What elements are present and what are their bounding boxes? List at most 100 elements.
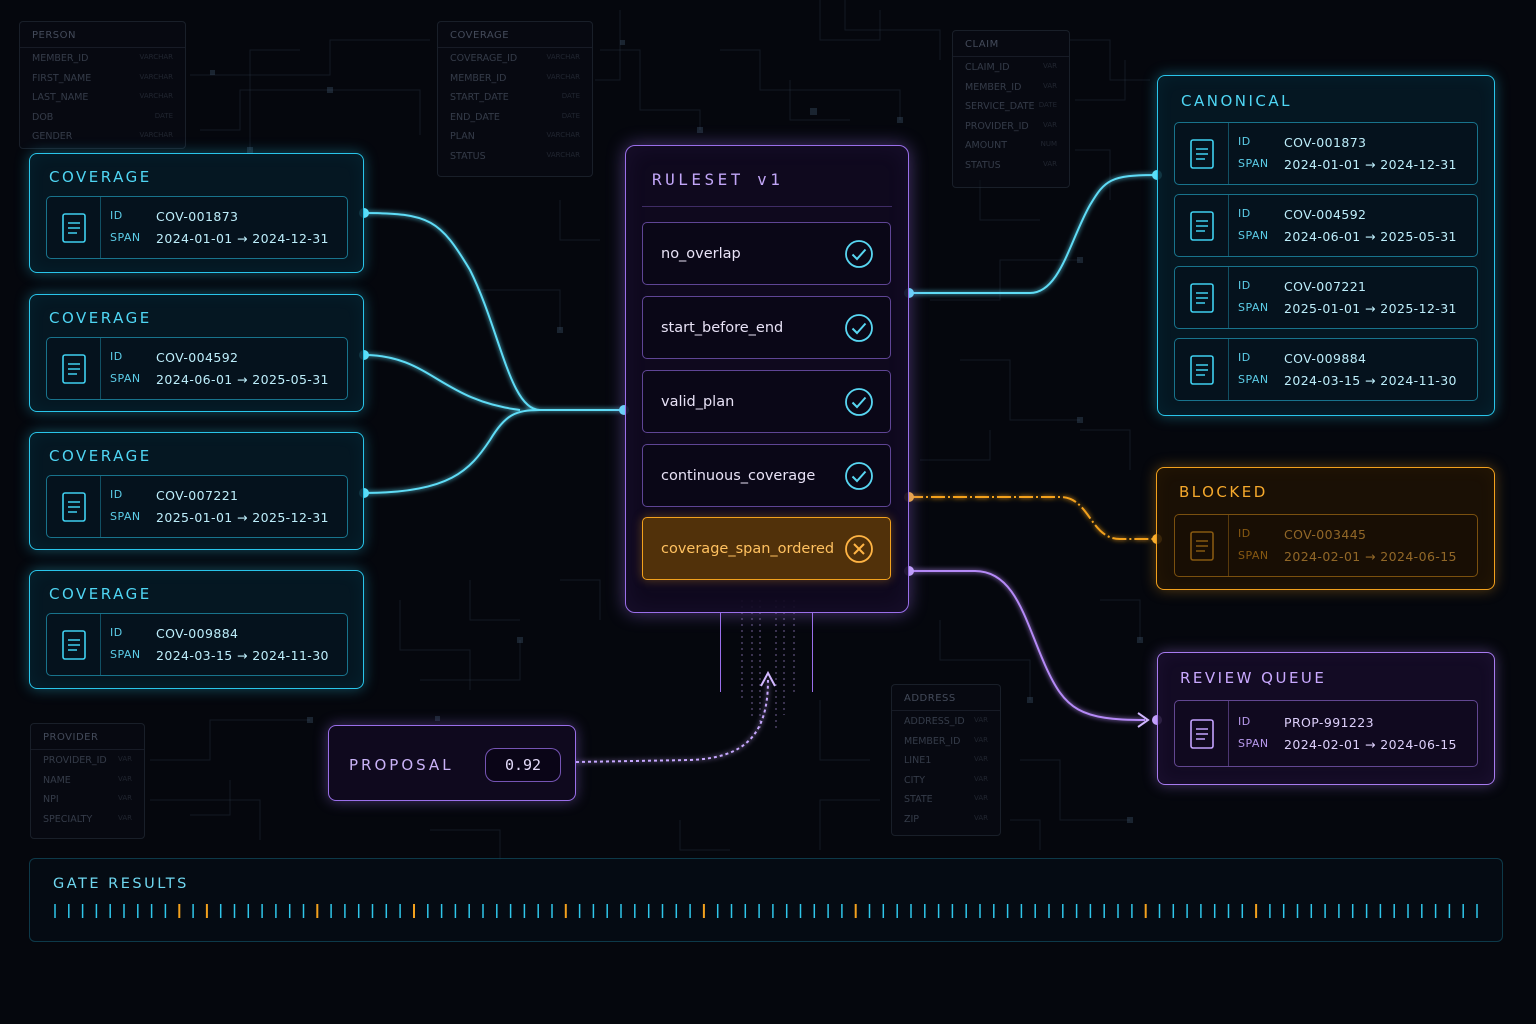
span-label: SPAN: [1238, 373, 1269, 386]
record-span: 2025-01-01 → 2025-12-31: [1284, 301, 1457, 316]
card-title: COVERAGE: [49, 585, 152, 603]
rule-no-overlap[interactable]: no_overlap: [642, 222, 891, 285]
rule-start-before-end[interactable]: start_before_end: [642, 296, 891, 359]
record-span: 2024-06-01 → 2025-05-31: [1284, 229, 1457, 244]
record-id: COV-007221: [156, 488, 239, 503]
document-icon: [1175, 195, 1229, 256]
bg-table-title: ADDRESS: [892, 685, 1000, 711]
check-circle-icon: [845, 239, 873, 268]
coverage-record[interactable]: ID COV-007221 SPAN 2025-01-01 → 2025-12-31: [46, 475, 348, 538]
id-label: ID: [1238, 135, 1251, 148]
record-id: COV-009884: [1284, 351, 1367, 366]
id-label: ID: [110, 626, 123, 639]
document-icon: [47, 338, 101, 399]
span-label: SPAN: [1238, 229, 1269, 242]
document-icon: [1175, 123, 1229, 184]
card-title: COVERAGE: [49, 168, 152, 186]
span-label: SPAN: [110, 231, 141, 244]
id-label: ID: [1238, 351, 1251, 364]
rule-label: coverage_span_ordered: [661, 540, 835, 557]
bg-table-title: CLAIM: [953, 31, 1069, 57]
card-title: CANONICAL: [1181, 92, 1292, 110]
rule-valid-plan[interactable]: valid_plan: [642, 370, 891, 433]
record-id: COV-004592: [1284, 207, 1367, 222]
rule-label: continuous_coverage: [661, 467, 816, 484]
record-span: 2024-03-15 → 2024-11-30: [1284, 373, 1457, 388]
proposal-score-badge: 0.92: [485, 748, 561, 782]
id-label: ID: [1238, 527, 1251, 540]
canonical-record[interactable]: ID COV-009884 SPAN 2024-03-15 → 2024-11-30: [1174, 338, 1478, 401]
rule-label: no_overlap: [661, 245, 741, 262]
span-label: SPAN: [110, 510, 141, 523]
rule-coverage-span-ordered[interactable]: coverage_span_ordered: [642, 517, 891, 580]
id-label: ID: [1238, 279, 1251, 292]
span-label: SPAN: [1238, 549, 1269, 562]
document-icon: [1175, 339, 1229, 400]
ruleset-input-funnel: [720, 612, 813, 692]
gate-results-ticks: [54, 904, 1478, 918]
document-icon: [47, 614, 101, 675]
bg-table-title: COVERAGE: [438, 22, 592, 48]
record-span: 2024-02-01 → 2024-06-15: [1284, 549, 1457, 564]
record-span: 2025-01-01 → 2025-12-31: [156, 510, 329, 525]
canonical-record[interactable]: ID COV-004592 SPAN 2024-06-01 → 2025-05-31: [1174, 194, 1478, 257]
proposal-card[interactable]: PROPOSAL 0.92: [328, 725, 576, 801]
document-icon: [47, 197, 101, 258]
record-span: 2024-06-01 → 2025-05-31: [156, 372, 329, 387]
span-label: SPAN: [1238, 157, 1269, 170]
record-span: 2024-02-01 → 2024-06-15: [1284, 737, 1457, 752]
record-id: COV-004592: [156, 350, 239, 365]
bg-table-title: PROVIDER: [31, 724, 144, 750]
document-icon: [1175, 701, 1229, 766]
record-span: 2024-01-01 → 2024-12-31: [156, 231, 329, 246]
record-span: 2024-01-01 → 2024-12-31: [1284, 157, 1457, 172]
bg-table-title: PERSON: [20, 22, 185, 48]
rule-continuous-coverage[interactable]: continuous_coverage: [642, 444, 891, 507]
x-circle-icon: [845, 534, 873, 563]
ruleset-panel[interactable]: RULESET v1 no_overlap start_before_end v…: [625, 145, 909, 613]
rule-label: start_before_end: [661, 319, 784, 336]
record-id: PROP-991223: [1284, 715, 1374, 730]
id-label: ID: [110, 350, 123, 363]
record-id: COV-001873: [156, 209, 239, 224]
id-label: ID: [110, 488, 123, 501]
proposal-label: PROPOSAL: [349, 756, 454, 774]
check-circle-icon: [845, 387, 873, 416]
id-label: ID: [1238, 207, 1251, 220]
span-label: SPAN: [1238, 737, 1269, 750]
